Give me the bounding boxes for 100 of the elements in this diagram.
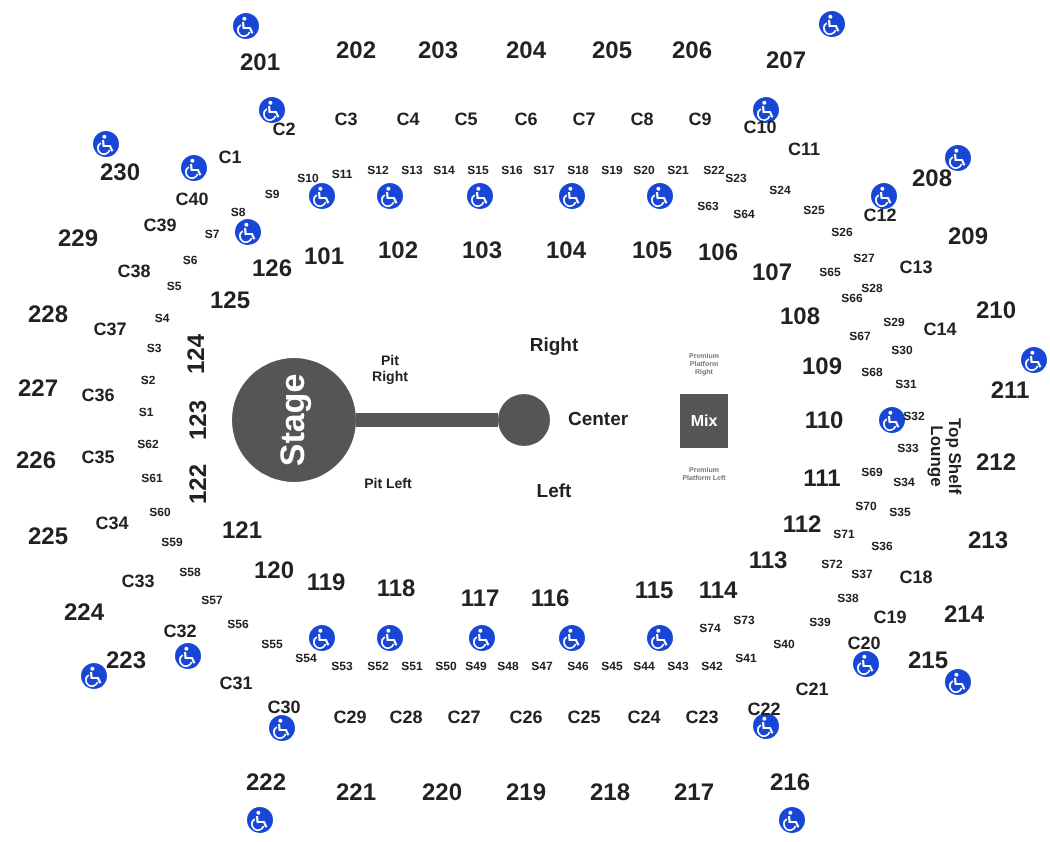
section-label: C39 [143, 217, 177, 235]
section-label: C28 [389, 709, 423, 727]
runway-end-circle [498, 394, 550, 446]
section-number: 111 [803, 466, 841, 490]
section-label: C27 [447, 709, 481, 727]
section-label: C33 [121, 573, 155, 591]
section-label: C6 [514, 111, 538, 129]
section-number: 113 [748, 548, 788, 572]
section-label: C32 [163, 623, 197, 641]
section-number: 225 [27, 524, 69, 548]
section-number: 107 [751, 260, 793, 284]
section-number: 125 [209, 288, 251, 312]
section-number: 203 [417, 38, 459, 62]
section-label: C12 [863, 207, 897, 225]
section-label: C2 [272, 121, 296, 139]
section-number: 126 [251, 256, 293, 280]
section-label: C36 [81, 387, 115, 405]
section-number: 122 [186, 463, 210, 505]
section-number: 124 [184, 333, 208, 375]
section-label: C5 [454, 111, 478, 129]
section-label: C38 [117, 263, 151, 281]
area-label: Center [567, 410, 629, 430]
section-label: C29 [333, 709, 367, 727]
stage-circle: Stage [232, 358, 356, 482]
area-label: Right [529, 336, 579, 356]
lounge-label: Top Shelf Lounge [925, 415, 963, 499]
section-number: 213 [967, 528, 1009, 552]
section-number: 226 [15, 448, 57, 472]
section-label: C25 [567, 709, 601, 727]
section-number: 208 [911, 166, 953, 190]
section-number: 104 [545, 238, 587, 262]
section-number: 219 [505, 780, 547, 804]
area-label: Left [536, 482, 572, 502]
section-number: 105 [631, 238, 673, 262]
section-number: 123 [186, 399, 210, 441]
section-number: 216 [769, 770, 811, 794]
section-number: 212 [975, 450, 1017, 474]
section-label: C1 [218, 149, 242, 167]
section-number: 118 [376, 576, 416, 600]
section-number: 220 [421, 780, 463, 804]
section-label: C8 [630, 111, 654, 129]
section-number: 108 [779, 304, 821, 328]
section-number: 229 [57, 226, 99, 250]
section-label: C7 [572, 111, 596, 129]
section-label: C14 [923, 321, 957, 339]
section-number: 204 [505, 38, 547, 62]
section-number: 201 [239, 50, 281, 74]
section-label: C9 [688, 111, 712, 129]
section-label: C10 [743, 119, 777, 137]
section-label: C31 [219, 675, 253, 693]
section-number: 115 [634, 578, 674, 602]
section-number: 222 [245, 770, 287, 794]
mix-position-box: Mix [680, 393, 728, 447]
section-number: 110 [804, 408, 844, 432]
section-label: C18 [899, 569, 933, 587]
section-number: 101 [303, 244, 345, 268]
section-label: C30 [267, 699, 301, 717]
section-label: C20 [847, 635, 881, 653]
section-number: 102 [377, 238, 419, 262]
section-number: 210 [975, 298, 1017, 322]
section-label: C34 [95, 515, 129, 533]
section-number: 224 [63, 600, 105, 624]
section-label: C11 [788, 141, 820, 159]
section-number: 207 [765, 48, 807, 72]
section-number: 116 [530, 586, 570, 610]
section-label: C35 [81, 449, 115, 467]
section-number: 218 [589, 780, 631, 804]
section-number: 119 [306, 570, 346, 594]
section-number: 209 [947, 224, 989, 248]
section-number: 117 [460, 586, 500, 610]
section-label: C13 [899, 259, 933, 277]
section-number: 230 [99, 160, 141, 184]
section-number: 215 [907, 648, 949, 672]
section-number: 221 [335, 780, 377, 804]
section-label: C24 [627, 709, 661, 727]
section-number: 114 [698, 578, 738, 602]
section-label: C26 [509, 709, 543, 727]
section-number: 206 [671, 38, 713, 62]
section-label: C37 [93, 321, 127, 339]
section-number: 214 [943, 602, 985, 626]
section-number: 228 [27, 302, 69, 326]
section-number: 120 [253, 558, 295, 582]
section-number: 121 [221, 518, 263, 542]
section-label: C4 [396, 111, 420, 129]
section-label: C3 [334, 111, 358, 129]
section-number: 217 [673, 780, 715, 804]
runway-bar [356, 413, 498, 427]
section-label: C23 [685, 709, 719, 727]
section-label: C22 [747, 701, 781, 719]
section-number: 223 [105, 648, 147, 672]
section-number: 205 [591, 38, 633, 62]
section-label: C19 [873, 609, 907, 627]
section-number: 227 [17, 376, 59, 400]
section-number: 109 [801, 354, 843, 378]
section-number: 211 [990, 378, 1030, 402]
section-number: 112 [782, 512, 822, 536]
section-label: C40 [175, 191, 209, 209]
section-number: 202 [335, 38, 377, 62]
section-label: C21 [795, 681, 829, 699]
section-number: 103 [461, 238, 503, 262]
